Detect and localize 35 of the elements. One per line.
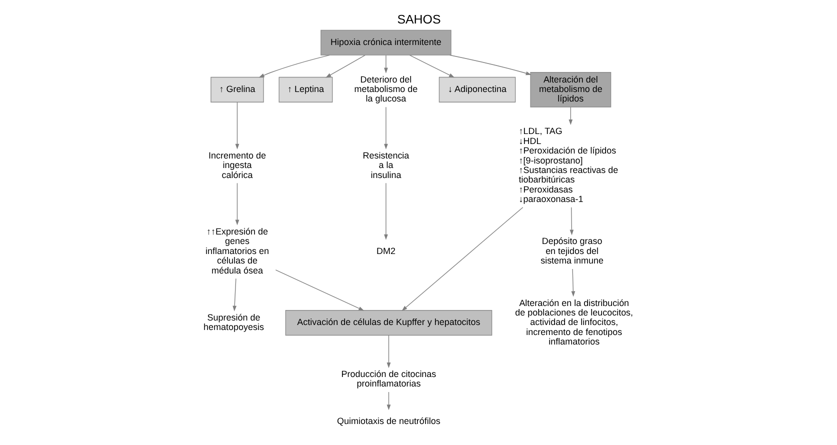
node-box: Alteración del metabolismo de lípidos <box>530 72 611 108</box>
node-text: Alteración en la distribución de poblaciones de leucocitos, actividad de linfocitos, incremento de fenotipos inflamatorios <box>514 298 633 347</box>
arrow <box>258 54 330 78</box>
node-text: Supresión de hematopoyesis <box>203 312 264 332</box>
node-box: ↑ Grelina <box>210 76 264 102</box>
node-text: ↑LDL, TAG ↓HDL ↑Peroxidación de lípidos ↑[9-isoprostano] ↑Sustancias reactivas de tiobarbitúricas ↑Peroxidasas ↓paraoxonasa-1 <box>518 126 618 204</box>
node-box: Hipoxia crónica intermitente <box>320 30 451 56</box>
node-box: Activación de células de Kupffer y hepatocitos <box>284 310 492 336</box>
arrow <box>274 270 364 311</box>
node-box: ↓ Adiponectina <box>438 76 516 102</box>
arrow <box>386 335 390 368</box>
node-text: Depósito graso en tejidos del sistema inmune <box>540 236 604 266</box>
arrow <box>568 106 572 126</box>
node-box: ↑ Leptina <box>278 76 332 102</box>
node-text: DM2 <box>376 246 395 256</box>
node-text: ↑↑Expresión de genes inflamatorios en células de médula ósea <box>205 226 268 276</box>
arrow <box>401 207 523 312</box>
node-text: Quimiotaxis de neutrófilos <box>336 416 440 426</box>
node-text: Resistencia a la insulina <box>362 150 409 180</box>
arrow <box>325 54 365 78</box>
arrow <box>234 182 239 226</box>
arrow <box>384 106 388 150</box>
diagram-title: SAHOS <box>396 12 440 27</box>
arrow <box>234 102 239 150</box>
node-text: Producción de citocinas proinflamatorias <box>340 369 436 389</box>
arrow <box>448 54 531 76</box>
node-text: Incremento de ingesta calórica <box>208 150 266 180</box>
arrow <box>232 278 236 312</box>
arrow <box>408 54 454 78</box>
arrow <box>570 268 575 297</box>
arrow <box>384 182 388 240</box>
arrow <box>384 54 388 74</box>
arrow <box>386 392 390 410</box>
arrow <box>569 207 574 236</box>
node-text: Deterioro del metabolismo de la glucosa <box>354 74 418 104</box>
